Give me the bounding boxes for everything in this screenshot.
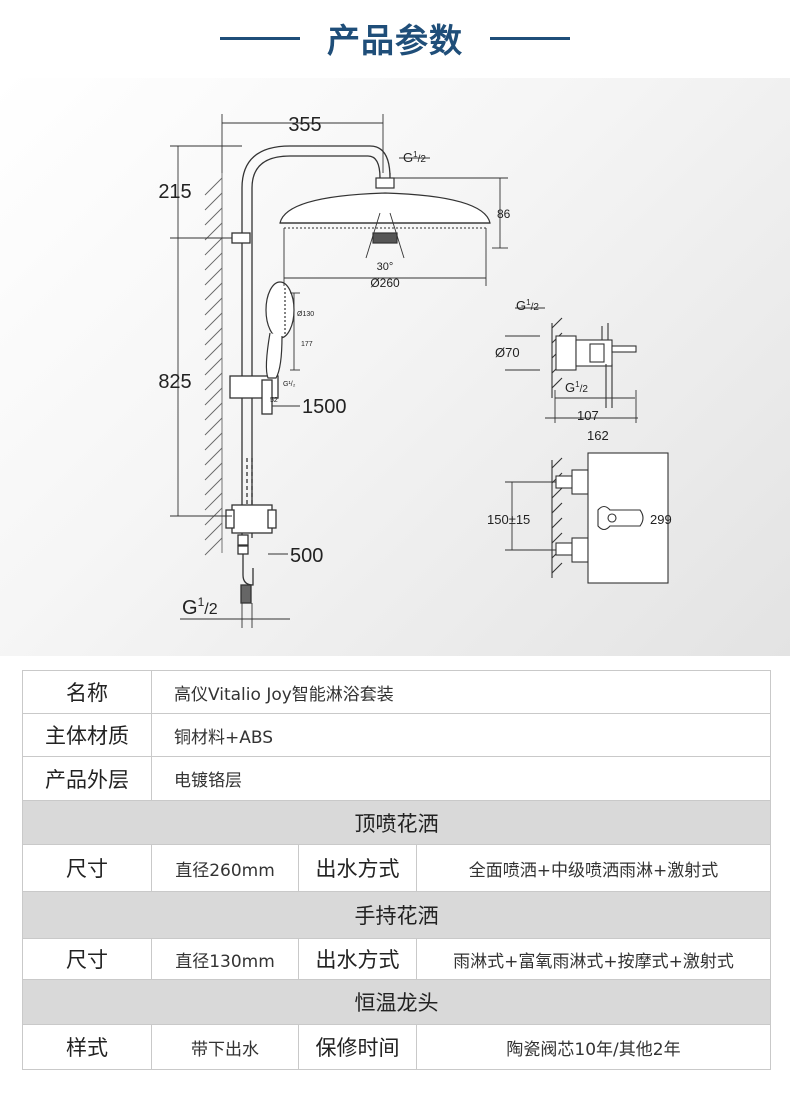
table-row: 尺寸 直径260mm 出水方式 全面喷洒+中级喷洒雨淋+激射式 <box>22 844 772 892</box>
dim-label-g-small: G¹/₂ <box>283 381 296 388</box>
thread-sub: /2 <box>204 601 217 618</box>
front-view-dimensions <box>505 453 669 583</box>
wall-hatch-left <box>204 173 223 556</box>
dimension-drawing-svg: 355 215 825 1500 500 G1/2 G1/2 86 30° Ø2… <box>158 114 672 628</box>
cell-label: 尺寸 <box>22 844 152 892</box>
table-row: 尺寸 直径130mm 出水方式 雨淋式+富氧雨淋式+按摩式+激射式 <box>22 938 772 980</box>
shower-column <box>225 145 391 604</box>
dia-label-130: Ø130 <box>297 311 314 318</box>
section-header-row: 顶喷花洒 <box>21 800 772 845</box>
dim-label-500: 500 <box>290 545 323 567</box>
spec-table: 名称 高仪Vitalio Joy智能淋浴套装 主体材质 铜材料+ABS 产品外层… <box>21 670 772 1070</box>
page-title: 产品参数 <box>327 21 463 60</box>
cell-value: 带下出水 <box>151 1024 299 1070</box>
cell-label: 出水方式 <box>298 844 417 892</box>
cell-label: 出水方式 <box>298 938 417 980</box>
dim-label-825: 825 <box>158 371 191 393</box>
cell-label: 样式 <box>22 1024 152 1070</box>
table-row: 样式 带下出水 保修时间 陶瓷阀芯10年/其他2年 <box>22 1024 772 1070</box>
dim-label-177: 177 <box>301 341 313 348</box>
side-thread-top: G1/2 <box>516 298 539 313</box>
row-label-material: 主体材质 <box>22 713 152 757</box>
table-row: 名称 高仪Vitalio Joy智能淋浴套装 <box>22 670 772 714</box>
cell-value: 雨淋式+富氧雨淋式+按摩式+激射式 <box>415 938 772 980</box>
cell-label: 尺寸 <box>22 938 152 980</box>
cell-value: 直径130mm <box>151 938 299 980</box>
row-label-finish: 产品外层 <box>22 756 152 801</box>
section-header-row: 手持花洒 <box>21 891 772 939</box>
row-label-name: 名称 <box>22 670 152 714</box>
section-header-row: 恒温龙头 <box>21 979 772 1025</box>
dim-label-150: 150±15 <box>487 512 530 527</box>
head-shower <box>279 177 491 259</box>
side-thread-bottom: G1/2 <box>565 380 588 395</box>
table-row: 主体材质 铜材料+ABS <box>22 713 772 757</box>
row-value-name: 高仪Vitalio Joy智能淋浴套装 <box>150 670 772 714</box>
mixer-side-view <box>551 317 637 408</box>
section-header: 产品参数 <box>0 0 790 78</box>
thread-sup: 1 <box>198 595 205 609</box>
cell-value: 直径260mm <box>151 844 299 892</box>
mixer-front-view <box>551 452 669 584</box>
section-title-thermostat: 恒温龙头 <box>21 979 772 1025</box>
dimension-lines-left <box>170 114 508 628</box>
title-rule-left <box>220 37 300 40</box>
dia-label-260: Ø260 <box>370 276 400 290</box>
angle-label-30: 30° <box>377 261 394 273</box>
row-value-finish: 电镀铬层 <box>150 756 772 801</box>
dim-label-1500: 1500 <box>302 396 347 418</box>
dim-label-215: 215 <box>158 181 191 203</box>
row-value-material: 铜材料+ABS <box>150 713 772 757</box>
section-title-hand-shower: 手持花洒 <box>21 891 772 939</box>
dim-label-52: 52 <box>270 397 278 404</box>
cell-label: 保修时间 <box>298 1024 417 1070</box>
dia-label-70: Ø70 <box>495 345 520 360</box>
table-row: 产品外层 电镀铬层 <box>22 756 772 801</box>
side-view-dimensions <box>505 307 638 423</box>
title-rule-right <box>490 37 570 40</box>
dim-label-107: 107 <box>577 408 599 423</box>
cell-value: 陶瓷阀芯10年/其他2年 <box>415 1024 772 1070</box>
thread-main: G <box>182 597 198 619</box>
section-title-head-shower: 顶喷花洒 <box>21 800 772 845</box>
hand-shower <box>265 281 295 379</box>
dim-label-86: 86 <box>497 207 511 221</box>
thread-label-bottom: G1/2 <box>182 595 218 619</box>
head-thread-label: G1/2 <box>403 150 426 165</box>
cell-value: 全面喷洒+中级喷洒雨淋+激射式 <box>415 844 772 892</box>
dim-label-355: 355 <box>288 114 321 136</box>
technical-drawing: 355 215 825 1500 500 G1/2 G1/2 86 30° Ø2… <box>0 78 790 656</box>
dim-label-299: 299 <box>650 512 672 527</box>
dim-label-162: 162 <box>587 428 609 443</box>
